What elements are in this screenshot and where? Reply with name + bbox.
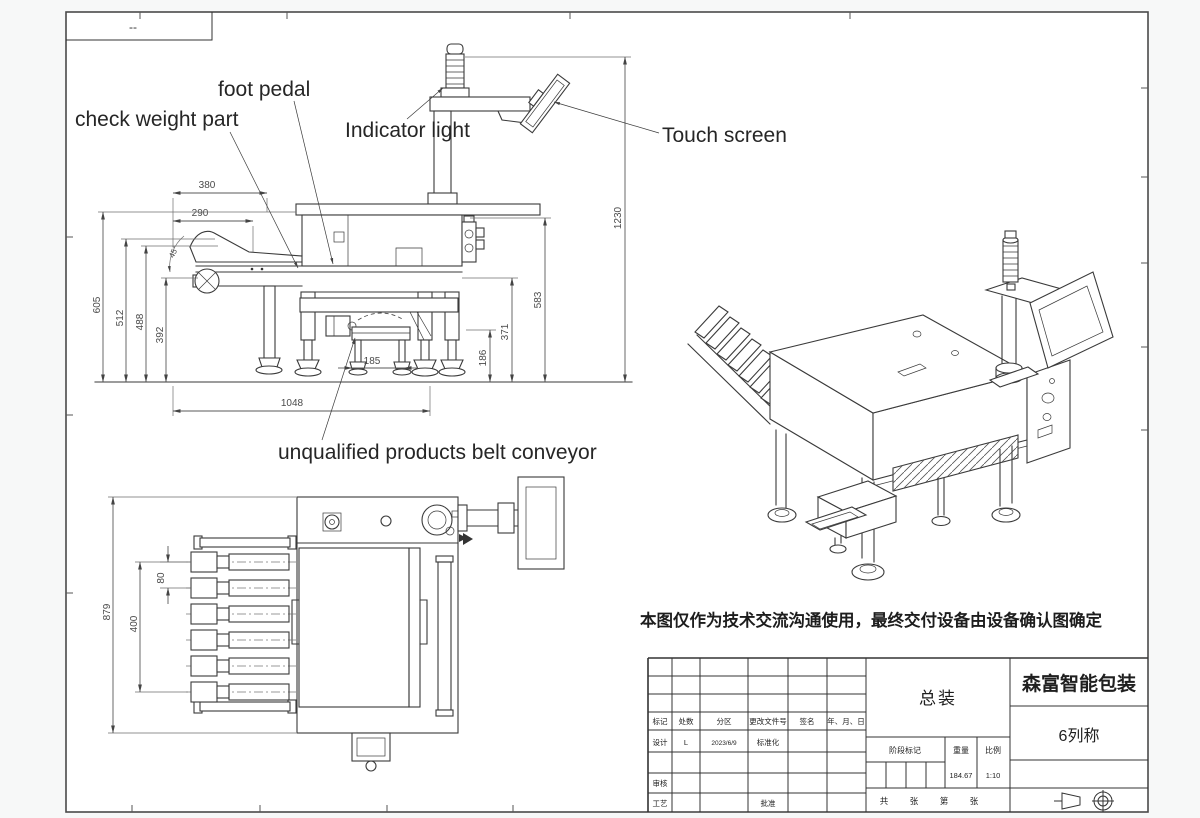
dim-392: 392	[155, 326, 166, 343]
tb-label-sheets2: 张	[970, 796, 979, 806]
dim-80: 80	[156, 572, 167, 584]
front-view-callouts: check weight part foot pedal Indicator l…	[75, 78, 787, 464]
iso-touch-screen	[1029, 271, 1114, 369]
feed-lanes	[186, 535, 297, 714]
front-elevation-view: 380 290 605 512 488 392 45° 1230 583	[75, 43, 787, 464]
tb-value-designer: L	[684, 738, 688, 747]
iso-legs	[767, 429, 797, 523]
weigh-belt	[192, 265, 463, 294]
feed-lane	[186, 629, 296, 651]
tb-label-total: 共	[880, 796, 889, 806]
plan-roller	[408, 547, 421, 708]
feed-lane	[186, 551, 296, 573]
iso-control-box	[1026, 359, 1071, 464]
infeed-hopper	[167, 230, 303, 273]
revision-box	[66, 12, 213, 41]
dim-583: 583	[533, 291, 544, 308]
iso-tower	[984, 230, 1114, 388]
dim-879: 879	[102, 603, 113, 620]
feed-lane	[186, 655, 296, 677]
tb-label-scale: 比例	[985, 745, 1001, 755]
iso-reject-conveyor	[804, 480, 898, 554]
touch-screen-drawing	[519, 73, 571, 134]
label-check-weight-part: check weight part	[75, 108, 239, 131]
front-view-dimensions: 380 290 605 512 488 392 45° 1230 583	[92, 56, 631, 416]
plan-touch-screen	[457, 476, 565, 570]
title-block: 标记 处数 分区 更改文件号 签名 年、月、日 设计 L 2023/6/9 标准…	[647, 657, 1148, 812]
iso-indicator-light	[1002, 230, 1019, 283]
tb-product-name: 6列称	[1059, 727, 1100, 745]
machine-body-front	[295, 203, 541, 267]
plan-view-dimensions: 879 400 80	[102, 496, 296, 734]
tb-value-design-date: 2023/6/9	[711, 740, 737, 747]
feed-lane	[186, 603, 296, 625]
iso-legs-front	[851, 445, 1021, 581]
label-foot-pedal: foot pedal	[218, 78, 310, 101]
dim-1230: 1230	[613, 206, 624, 229]
iso-machine-body	[768, 314, 1029, 492]
projection-symbol-icon	[1054, 790, 1114, 812]
tb-company-name: 森富智能包装	[1022, 672, 1136, 695]
dim-605: 605	[92, 296, 103, 313]
dim-1048: 1048	[281, 398, 304, 409]
tb-label-stage-mark: 阶段标记	[889, 745, 921, 755]
tb-label-approve: 批准	[761, 798, 776, 808]
tb-label-process: 工艺	[653, 799, 668, 808]
tb-label-weight: 重量	[953, 745, 969, 755]
label-touch-screen: Touch screen	[662, 124, 787, 147]
label-unqualified-belt: unqualified products belt conveyor	[278, 441, 597, 464]
tb-value-scale: 1:10	[986, 771, 1001, 780]
dim-512: 512	[115, 309, 126, 326]
dim-186: 186	[478, 349, 489, 366]
under-frame	[299, 297, 459, 341]
tb-label-standardization: 标准化	[757, 737, 780, 747]
tb-label-sheets: 张	[910, 796, 919, 806]
tb-label-change-no: 更改文件号	[749, 716, 787, 726]
plan-view: 879 400 80	[102, 476, 565, 772]
tb-label-mark: 标记	[653, 716, 668, 726]
dim-400: 400	[129, 615, 140, 632]
feed-lane	[186, 681, 296, 703]
feed-lane	[186, 577, 296, 599]
tb-label-signature: 签名	[800, 716, 815, 726]
flow-arrow-marker	[463, 533, 473, 545]
plan-weigh-area	[298, 547, 410, 708]
monitor-arm-drawing	[427, 96, 533, 205]
tb-label-date: 年、月、日	[827, 716, 865, 726]
disclaimer-note: 本图仅作为技术交流沟通使用，最终交付设备由设备确认图确定	[640, 610, 1103, 630]
tb-label-design: 设计	[653, 737, 668, 747]
plan-reject-outlet	[351, 732, 391, 772]
tb-label-count: 处数	[679, 716, 694, 726]
dim-371: 371	[500, 323, 511, 340]
tb-label-sheet-no: 第	[940, 796, 949, 806]
revision-mark: --	[129, 20, 137, 34]
zone-ticks	[66, 12, 1148, 812]
dim-290: 290	[192, 208, 209, 219]
tb-label-zone: 分区	[717, 717, 732, 726]
tb-assembly-name: 总装	[919, 689, 957, 708]
dim-488: 488	[135, 313, 146, 330]
label-indicator-light: Indicator light	[345, 119, 470, 142]
plan-deck-fittings	[322, 504, 467, 542]
dim-185: 185	[364, 356, 381, 367]
dim-380: 380	[199, 180, 216, 191]
tb-label-review: 审核	[653, 778, 668, 788]
tb-value-weight: 184.67	[950, 771, 973, 780]
isometric-view	[687, 230, 1114, 581]
